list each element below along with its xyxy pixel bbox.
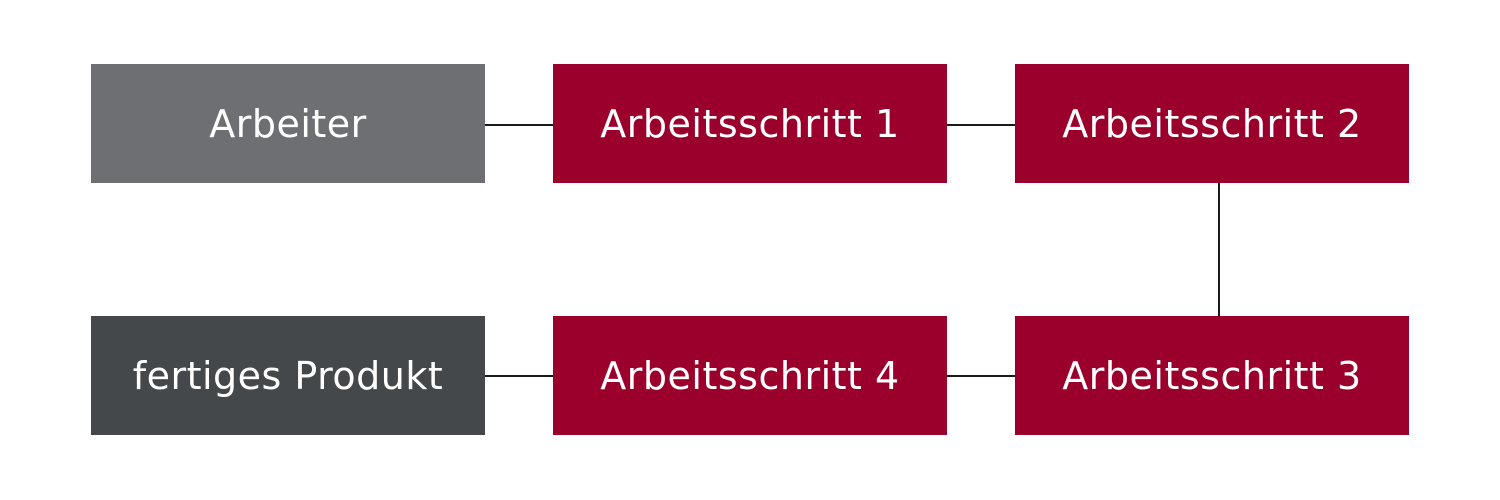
node-worker-label: Arbeiter: [209, 101, 367, 146]
connector-step-3-step-4: [947, 375, 1015, 377]
node-step-4-label: Arbeitsschritt 4: [600, 353, 900, 398]
node-step-3: Arbeitsschritt 3: [1015, 316, 1409, 435]
connector-step-1-step-2: [947, 124, 1015, 126]
node-step-4: Arbeitsschritt 4: [553, 316, 947, 435]
node-step-1-label: Arbeitsschritt 1: [600, 101, 900, 146]
node-product-label: fertiges Produkt: [132, 353, 444, 398]
node-product: fertiges Produkt: [91, 316, 485, 435]
node-step-3-label: Arbeitsschritt 3: [1062, 353, 1362, 398]
node-worker: Arbeiter: [91, 64, 485, 183]
node-step-2-label: Arbeitsschritt 2: [1062, 101, 1362, 146]
connector-step-4-product: [485, 375, 553, 377]
connector-step-2-step-3: [1218, 183, 1220, 316]
connector-worker-step-1: [485, 124, 553, 126]
node-step-1: Arbeitsschritt 1: [553, 64, 947, 183]
node-step-2: Arbeitsschritt 2: [1015, 64, 1409, 183]
